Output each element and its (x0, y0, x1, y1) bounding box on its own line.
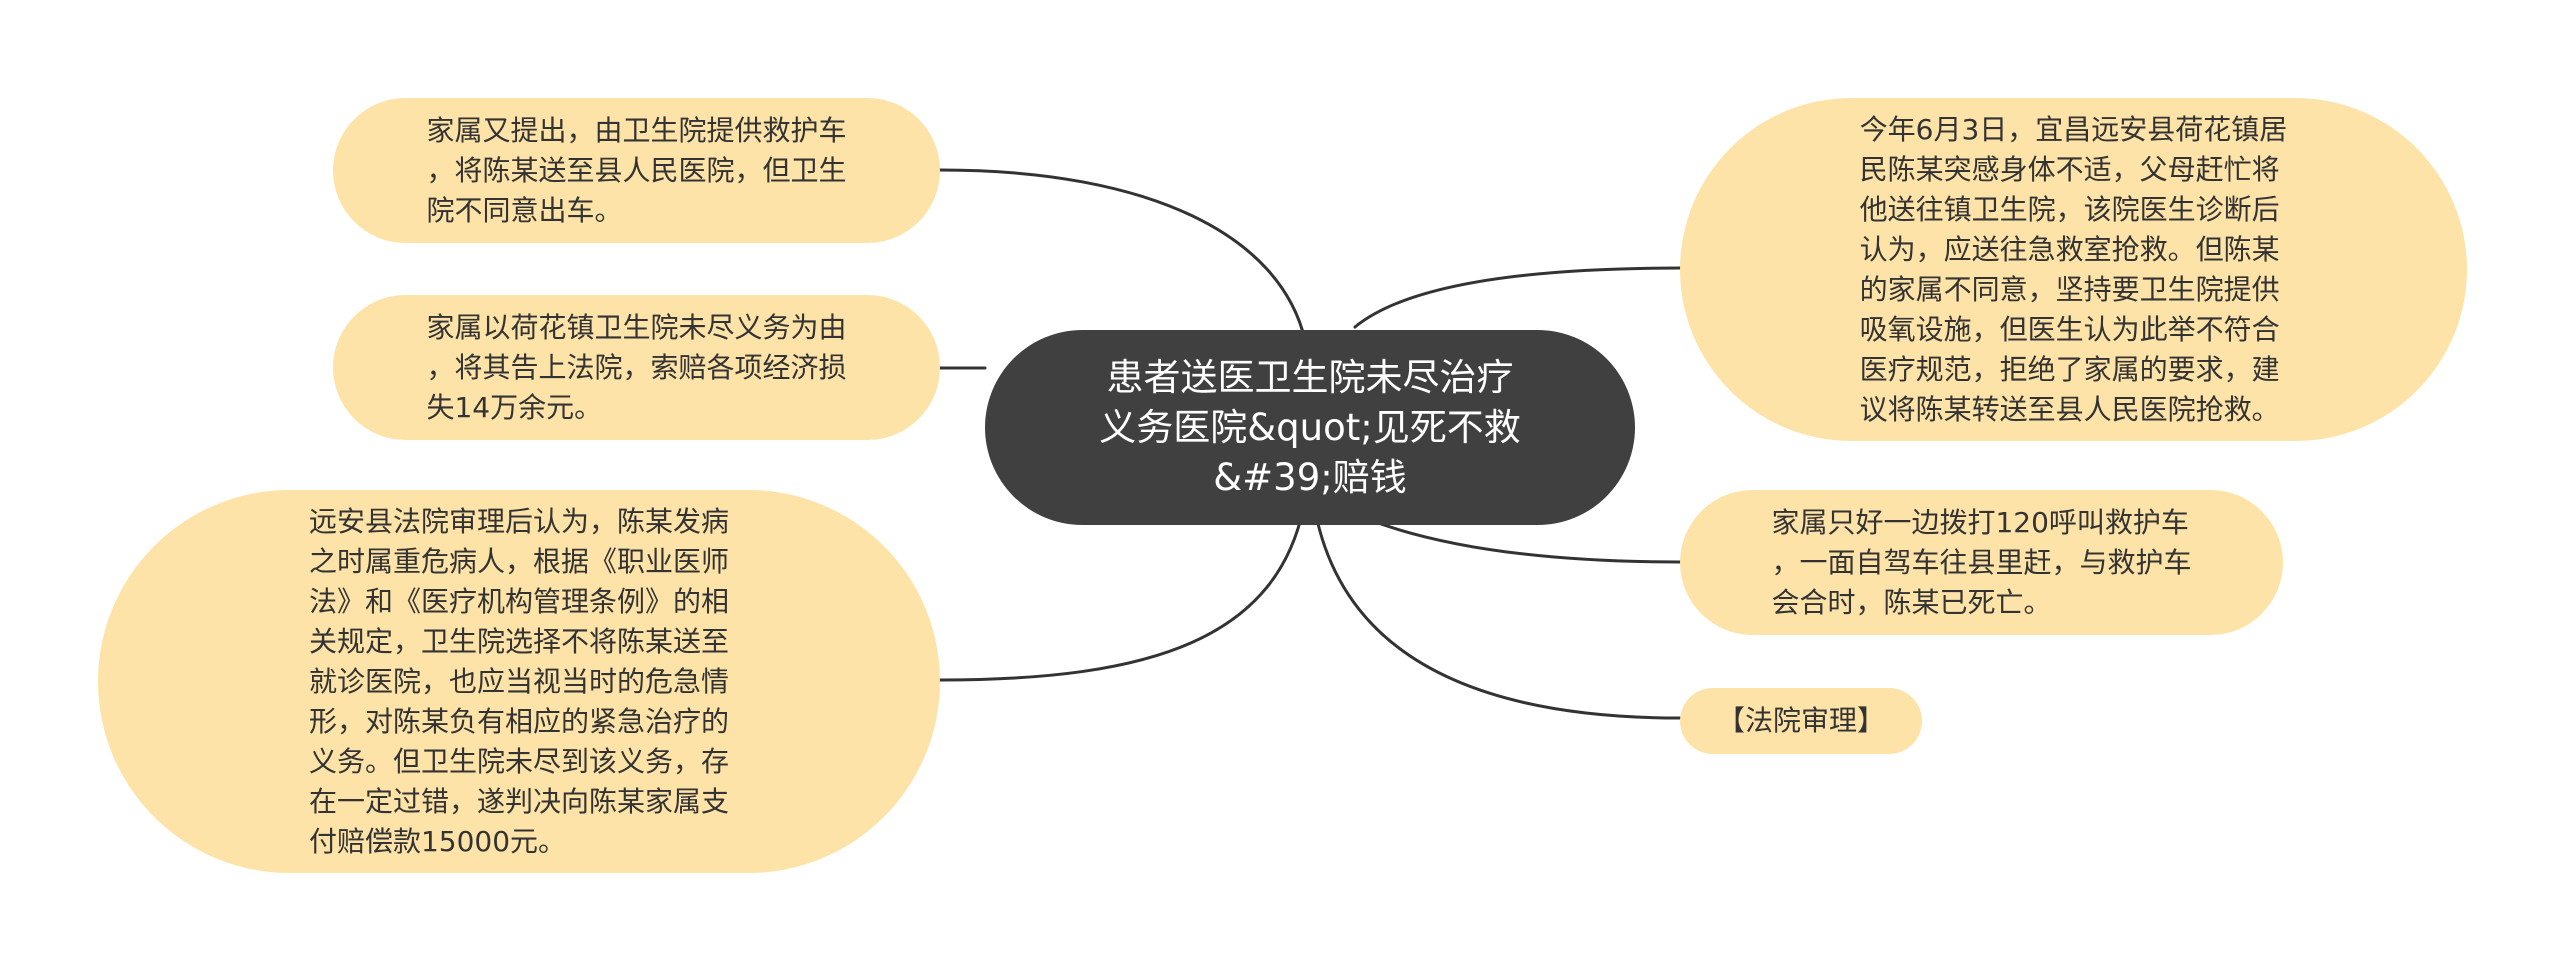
topic-label: 远安县法院审理后认为，陈某发病 之时属重危病人，根据《职业医师 法》和《医疗机构… (308, 504, 729, 858)
topic-label: 家属以荷花镇卫生院未尽义务为由 ，将其告上法院，索赔各项经济损 失14万余元。 (426, 310, 847, 424)
topic-label: 【法院审理】 (1716, 704, 1885, 737)
topic-label: 家属只好一边拨打120呼叫救护车 ，一面自驾车往县里赶，与救护车 会合时，陈某已… (1771, 505, 2192, 619)
topic-court-section[interactable]: 【法院审理】 (1680, 688, 1922, 754)
link-to-incident (1353, 266, 1682, 329)
topic-label: 今年6月3日，宜昌远安县荷花镇居 民陈某突感身体不适，父母赶忙将 他送往镇卫生院… (1859, 112, 2288, 426)
topic-label: 家属又提出，由卫生院提供救护车 ，将陈某送至县人民医院，但卫生 院不同意出车。 (426, 113, 847, 227)
topic-court-ruling[interactable]: 远安县法院审理后认为，陈某发病 之时属重危病人，根据《职业医师 法》和《医疗机构… (98, 490, 940, 873)
topic-incident[interactable]: 今年6月3日，宜昌远安县荷花镇居 民陈某突感身体不适，父母赶忙将 他送往镇卫生院… (1680, 98, 2467, 441)
topic-lawsuit[interactable]: 家属以荷花镇卫生院未尽义务为由 ，将其告上法院，索赔各项经济损 失14万余元。 (333, 295, 940, 440)
topic-family-ambulance-request[interactable]: 家属又提出，由卫生院提供救护车 ，将陈某送至县人民医院，但卫生 院不同意出车。 (333, 98, 940, 243)
link-to-court-section (1313, 508, 1682, 720)
link-to-self-drive (1368, 518, 1682, 564)
central-topic-label: 患者送医卫生院未尽治疗 义务医院&quot;见死不救 &#39;赔钱 (1099, 355, 1521, 499)
link-to-court-ruling (938, 498, 1307, 682)
topic-self-drive[interactable]: 家属只好一边拨打120呼叫救护车 ，一面自驾车往县里赶，与救护车 会合时，陈某已… (1680, 490, 2283, 635)
link-to-family-ambulance (938, 168, 1307, 342)
central-topic[interactable]: 患者送医卫生院未尽治疗 义务医院&quot;见死不救 &#39;赔钱 (985, 330, 1635, 525)
